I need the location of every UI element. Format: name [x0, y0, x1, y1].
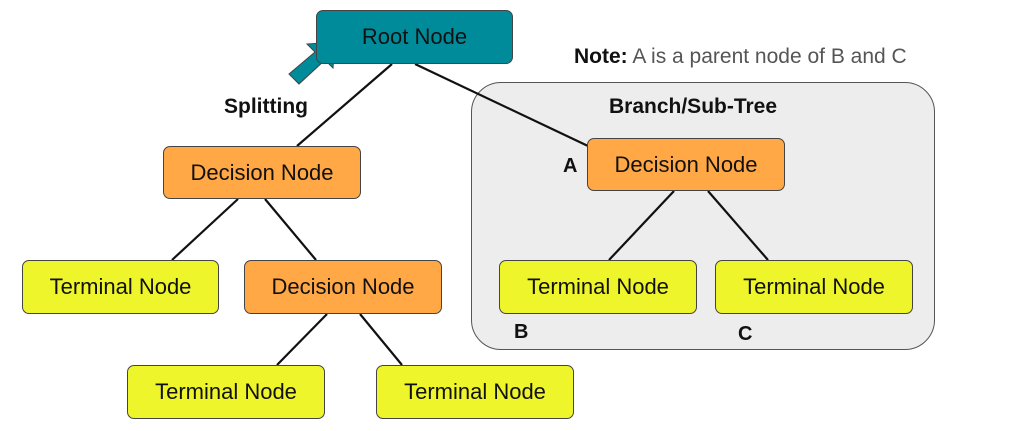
decision-node-right: Decision Node	[587, 138, 785, 191]
edge-root-decision-right	[414, 63, 589, 147]
edge-decision-mid-terminal-5	[359, 313, 403, 366]
terminal-node-1-label: Terminal Node	[49, 274, 192, 299]
terminal-node-c: Terminal Node	[715, 260, 913, 314]
note-key: Note:	[574, 45, 628, 68]
decision-node-left-label: Decision Node	[190, 159, 334, 185]
edge-decision-left-terminal-1	[171, 198, 239, 261]
decision-node-left: Decision Node	[163, 146, 361, 199]
parent-note: Note: A is a parent node of B and C	[574, 45, 907, 69]
splitting-label: Splitting	[224, 95, 308, 118]
note-text: A is a parent node of B and C	[632, 45, 907, 68]
root-node-label: Root Node	[361, 24, 468, 49]
node-letter-c: C	[738, 323, 753, 345]
decision-node-right-label: Decision Node	[614, 151, 758, 177]
terminal-node-b: Terminal Node	[499, 260, 697, 314]
root-node: Root Node	[316, 10, 513, 64]
node-letter-b: B	[514, 321, 529, 343]
decision-node-mid: Decision Node	[244, 260, 442, 314]
decision-node-mid-label: Decision Node	[271, 274, 415, 299]
edge-decision-mid-terminal-4	[276, 313, 328, 366]
terminal-node-1: Terminal Node	[22, 260, 219, 314]
node-letter-a: A	[563, 155, 578, 177]
terminal-node-5-label: Terminal Node	[404, 379, 546, 404]
branch-subtree-label: Branch/Sub-Tree	[609, 95, 778, 118]
edge-decision-left-decision-mid	[264, 198, 317, 261]
terminal-node-b-label: Terminal Node	[527, 274, 669, 299]
terminal-node-4: Terminal Node	[127, 365, 325, 419]
edge-root-decision-left	[296, 63, 393, 147]
terminal-node-5: Terminal Node	[376, 365, 574, 419]
terminal-node-4-label: Terminal Node	[155, 379, 297, 404]
edge-decision-right-terminal-3	[707, 190, 769, 261]
edge-decision-right-terminal-2	[608, 190, 675, 261]
terminal-node-c-label: Terminal Node	[743, 274, 885, 299]
